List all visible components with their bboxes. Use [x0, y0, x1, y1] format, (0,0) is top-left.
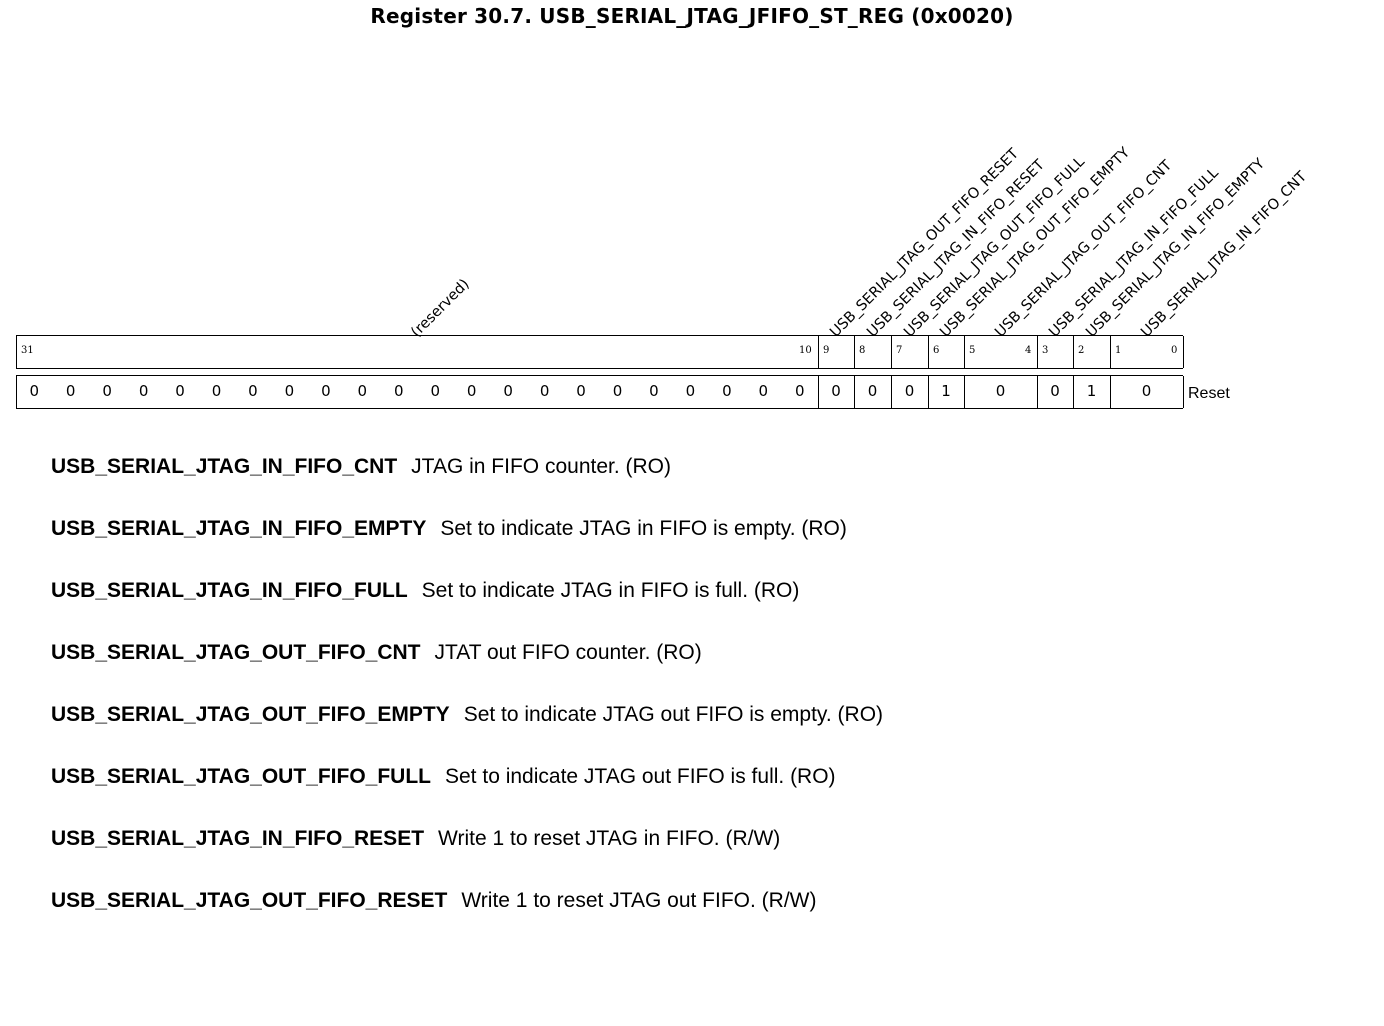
field-description-text: Set to indicate JTAG out FIFO is full. (…: [445, 765, 836, 788]
bit-number-msb: 7: [896, 345, 903, 356]
reset-value-bit: 0: [685, 382, 696, 400]
field-description-name: USB_SERIAL_JTAG_OUT_FIFO_EMPTY: [51, 703, 450, 726]
cell-divider: [15, 376, 17, 408]
cell-divider: [1109, 336, 1111, 368]
reset-value-bit: 0: [758, 382, 769, 400]
cell-divider: [817, 336, 819, 368]
reset-value: 0: [867, 382, 878, 400]
bit-number-msb: 31: [21, 345, 34, 356]
cell-divider: [1182, 336, 1184, 368]
field-description: USB_SERIAL_JTAG_IN_FIFO_EMPTY Set to indi…: [51, 517, 847, 541]
cell-divider: [927, 336, 929, 368]
reset-value-bit: 0: [794, 382, 805, 400]
reset-value-bit: 0: [284, 382, 295, 400]
field-description-text: Write 1 to reset JTAG out FIFO. (R/W): [461, 889, 817, 912]
cell-divider: [963, 376, 965, 408]
bit-number-msb: 9: [823, 345, 830, 356]
field-description: USB_SERIAL_JTAG_OUT_FIFO_FULL Set to indi…: [51, 765, 836, 789]
field-description: USB_SERIAL_JTAG_OUT_FIFO_CNT JTAT out FIF…: [51, 641, 702, 665]
cell-divider: [1036, 336, 1038, 368]
reset-value: 1: [1086, 382, 1097, 400]
reset-value-bit: 0: [321, 382, 331, 400]
reset-value-bit: 0: [612, 382, 623, 400]
reset-value-bit: 0: [722, 382, 732, 400]
reset-value-bit: 0: [357, 382, 368, 400]
field-description-text: JTAT out FIFO counter. (RO): [434, 641, 702, 664]
bit-number-msb: 5: [969, 345, 976, 356]
reset-value-bit: 0: [649, 382, 659, 400]
cell-divider: [817, 376, 819, 408]
reset-value-bit: 0: [503, 382, 513, 400]
bit-number-msb: 6: [933, 345, 940, 356]
field-description-text: Write 1 to reset JTAG in FIFO. (R/W): [438, 827, 781, 850]
cell-divider: [890, 336, 892, 368]
bit-number-lsb: 0: [1171, 345, 1178, 356]
reset-value-bit: 0: [393, 382, 404, 400]
reset-value: 0: [1050, 382, 1060, 400]
field-description-name: USB_SERIAL_JTAG_OUT_FIFO_CNT: [51, 641, 421, 664]
reset-value-bit: 0: [102, 382, 112, 400]
cell-divider: [963, 336, 965, 368]
bit-number-msb: 8: [859, 345, 866, 356]
bit-number-msb: 1: [1115, 345, 1122, 356]
reset-value-bit: 0: [65, 382, 76, 400]
reset-value-bit: 0: [211, 382, 222, 400]
reset-value: 0: [995, 382, 1006, 400]
cell-divider: [927, 376, 929, 408]
field-description: USB_SERIAL_JTAG_IN_FIFO_FULL Set to indic…: [51, 579, 799, 603]
reset-value-bit: 0: [430, 382, 440, 400]
bit-number-msb: 2: [1078, 345, 1085, 356]
field-description-name: USB_SERIAL_JTAG_IN_FIFO_RESET: [51, 827, 425, 850]
reset-value-bit: 0: [138, 382, 149, 400]
field-description-text: Set to indicate JTAG in FIFO is full. (R…: [421, 579, 800, 602]
field-description-text: Set to indicate JTAG out FIFO is empty. …: [463, 703, 884, 726]
field-description-text: Set to indicate JTAG in FIFO is empty. (…: [440, 517, 847, 540]
field-description: USB_SERIAL_JTAG_OUT_FIFO_EMPTY Set to ind…: [51, 703, 883, 727]
cell-divider: [1182, 376, 1184, 408]
register-title: Register 30.7. USB_SERIAL_JTAG_JFIFO_ST_…: [370, 4, 1014, 28]
reset-value-bit: 0: [29, 382, 39, 400]
reset-value-bit: 0: [248, 382, 258, 400]
field-description-name: USB_SERIAL_JTAG_IN_FIFO_FULL: [51, 579, 408, 602]
field-description-name: USB_SERIAL_JTAG_IN_FIFO_CNT: [51, 455, 398, 478]
reset-value-bit: 0: [539, 382, 550, 400]
reset-value: 0: [904, 382, 915, 400]
cell-divider: [890, 376, 892, 408]
cell-divider: [853, 376, 855, 408]
field-description-text: JTAG in FIFO counter. (RO): [411, 455, 671, 478]
field-description: USB_SERIAL_JTAG_IN_FIFO_CNT JTAG in FIFO …: [51, 455, 671, 479]
field-description-name: USB_SERIAL_JTAG_OUT_FIFO_RESET: [51, 889, 448, 912]
field-description: USB_SERIAL_JTAG_OUT_FIFO_RESET Write 1 to…: [51, 889, 816, 913]
cell-divider: [853, 336, 855, 368]
bit-number-lsb: 4: [1025, 345, 1032, 356]
bit-number-lsb: 10: [799, 345, 812, 356]
field-description-name: USB_SERIAL_JTAG_OUT_FIFO_FULL: [51, 765, 431, 788]
reset-value-bit: 0: [466, 382, 477, 400]
cell-divider: [1072, 336, 1074, 368]
cell-divider: [1109, 376, 1111, 408]
cell-divider: [1072, 376, 1074, 408]
field-description: USB_SERIAL_JTAG_IN_FIFO_RESET Write 1 to …: [51, 827, 780, 851]
bit-number-msb: 3: [1042, 345, 1049, 356]
reset-value: 0: [831, 382, 841, 400]
field-name-label: (reserved): [408, 276, 473, 341]
reset-value-bit: 0: [576, 382, 586, 400]
reset-row-label: Reset: [1188, 385, 1230, 402]
reset-value-row: 0 0 0 0 0 0 0 0 0 0 0 0 0 0 0 0 0 0 0 0 0 0 0 0 0 1 0 0 1 0: [15, 375, 1184, 409]
reset-value-bit: 0: [175, 382, 185, 400]
cell-divider: [15, 336, 17, 368]
reset-value: 0: [1141, 382, 1152, 400]
field-description-name: USB_SERIAL_JTAG_IN_FIFO_EMPTY: [51, 517, 427, 540]
reset-value: 1: [941, 382, 951, 400]
cell-divider: [1036, 376, 1038, 408]
